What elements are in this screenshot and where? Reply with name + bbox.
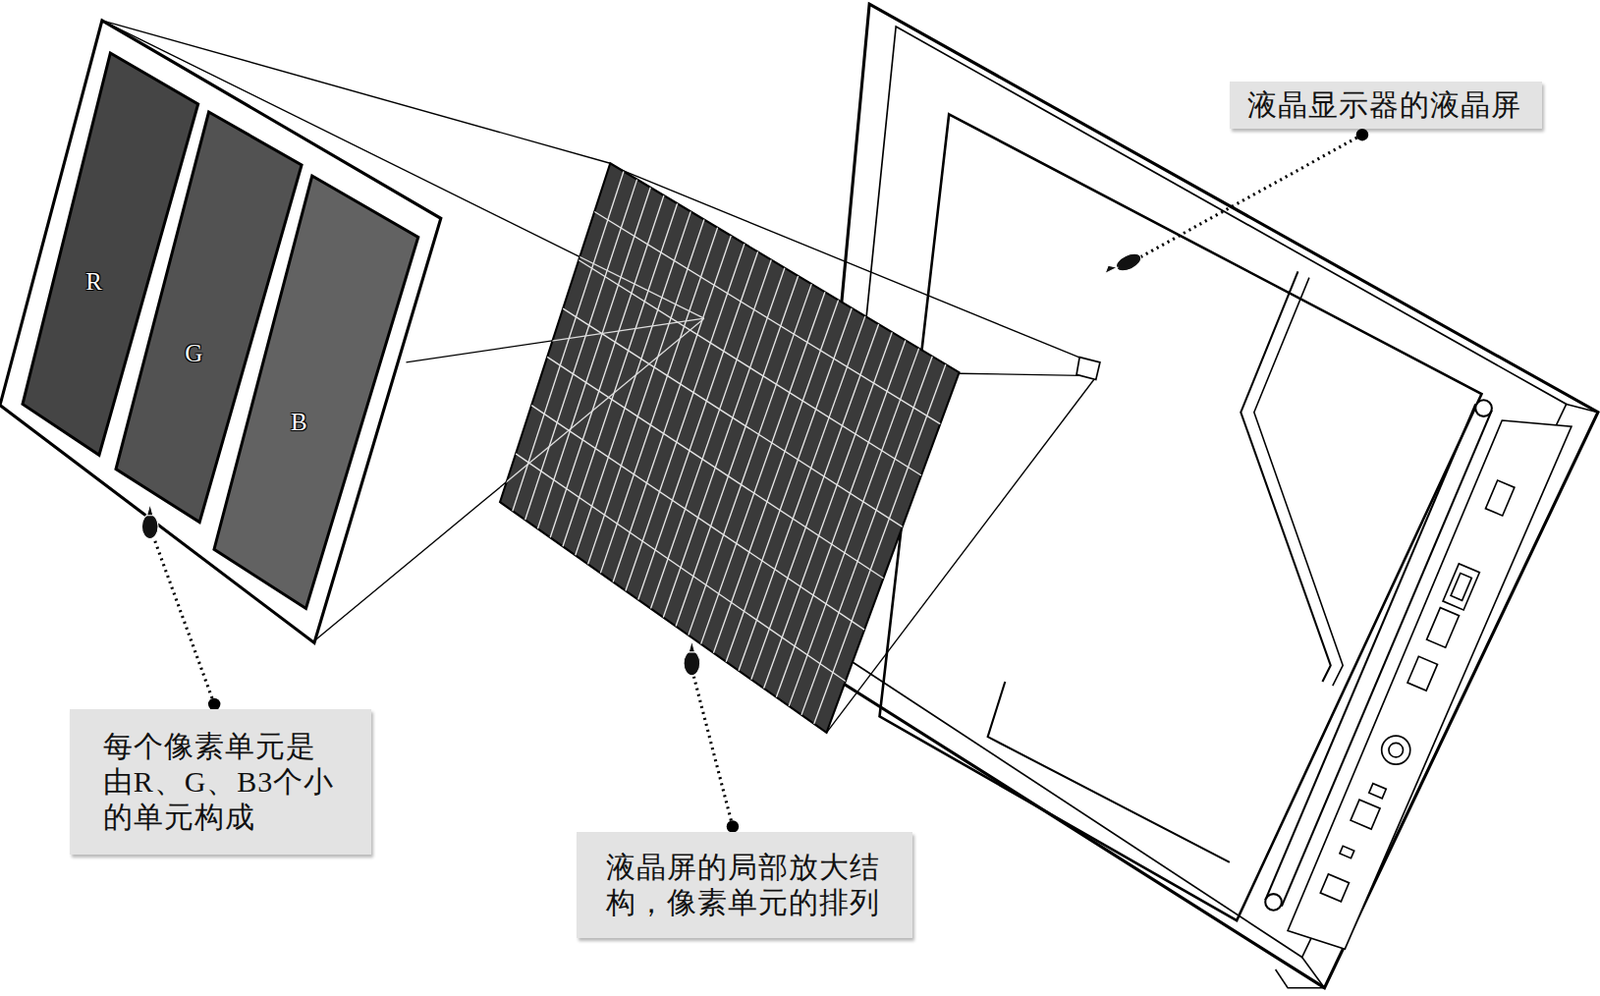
circuit-board bbox=[1388, 742, 1404, 758]
leader-dot bbox=[208, 128, 1369, 833]
leader-line bbox=[153, 535, 215, 704]
circuit-board bbox=[1450, 572, 1472, 601]
zoom-line bbox=[1076, 357, 1101, 381]
pixel-grid-line bbox=[531, 405, 865, 631]
subpixel-letter: B bbox=[290, 409, 308, 435]
pointing-hand bbox=[147, 503, 154, 515]
pixel-grid-line bbox=[625, 243, 745, 591]
pixel-grid-line bbox=[512, 170, 946, 723]
subpixel-letter: R bbox=[85, 269, 103, 294]
callout-box: 每个像素单元是 由R、G、B3个小 的单元构成 bbox=[69, 709, 372, 855]
subpixel-letter: G bbox=[184, 340, 203, 366]
pixel-grid-line bbox=[594, 212, 940, 425]
pointing-hand bbox=[1113, 250, 1145, 276]
callout-box: 液晶显示器的液晶屏 bbox=[1229, 81, 1543, 129]
pixel-grid-line bbox=[801, 356, 933, 716]
stripe-outline bbox=[214, 175, 419, 608]
monitor-housing bbox=[1275, 969, 1325, 989]
backlight-lamp bbox=[1475, 399, 1492, 417]
pixel-frame bbox=[0, 20, 442, 644]
circuit-board bbox=[1287, 420, 1572, 949]
stripe-outline bbox=[214, 175, 419, 608]
circuit-board bbox=[1427, 607, 1460, 649]
circuit-board bbox=[1442, 563, 1480, 610]
circuit-board bbox=[1369, 783, 1386, 799]
circuit-board bbox=[1381, 735, 1411, 765]
pixel-grid-line bbox=[600, 227, 718, 574]
pointing-hand bbox=[683, 651, 701, 676]
circuit-board bbox=[1287, 420, 1572, 949]
pixel-grid-line bbox=[675, 275, 799, 627]
pixel-grid-line bbox=[651, 260, 773, 609]
pixel-grid bbox=[499, 163, 960, 733]
subpixel-stripe: B bbox=[214, 175, 419, 608]
monitor-housing bbox=[808, 3, 1599, 989]
circuit-board bbox=[1485, 480, 1514, 516]
monitor-housing bbox=[832, 26, 1567, 957]
pixel-grid bbox=[102, 20, 960, 733]
pixel-grid-line bbox=[515, 453, 846, 682]
pixel-grid-line bbox=[562, 308, 903, 527]
monitor-housing bbox=[1302, 957, 1325, 989]
pixel-grid-line bbox=[814, 364, 946, 724]
pixel-grid-line bbox=[775, 339, 906, 697]
pixel-grid-line bbox=[547, 356, 883, 578]
circuit-board bbox=[1350, 799, 1380, 829]
pixel-grid-line bbox=[764, 331, 893, 689]
pixel-grid-line bbox=[588, 220, 705, 565]
zoom-line bbox=[959, 373, 1083, 376]
pointing-hand bbox=[1104, 265, 1117, 274]
pointing-hand bbox=[688, 640, 695, 652]
monitor-housing bbox=[1254, 277, 1343, 687]
leader-line bbox=[693, 676, 732, 828]
pointing-hand bbox=[141, 514, 159, 540]
circuit-board bbox=[1407, 656, 1437, 691]
callout-text: 每个像素单元是 由R、G、B3个小 的单元构成 bbox=[103, 728, 338, 835]
leader-dot bbox=[1356, 128, 1369, 141]
callout-text: 液晶显示器的液晶屏 bbox=[1247, 87, 1525, 123]
pixel-grid-line bbox=[638, 251, 759, 600]
monitor-housing bbox=[808, 3, 1599, 989]
circuit-board bbox=[1320, 874, 1349, 902]
monitor-housing bbox=[1566, 403, 1599, 412]
circuit-board bbox=[1339, 845, 1355, 859]
backlight-lamp bbox=[1265, 893, 1282, 911]
pixel-grid-line bbox=[788, 348, 919, 707]
pixel-grid-line bbox=[578, 260, 922, 476]
pixel-grid-line bbox=[612, 235, 731, 582]
callout-text: 液晶屏的局部放大结 构，像素单元的排列 bbox=[606, 849, 883, 921]
pixel-frame bbox=[0, 20, 442, 644]
monitor-housing bbox=[988, 681, 1230, 863]
pixel-grid-line bbox=[662, 268, 785, 618]
pixel-grid-line bbox=[562, 203, 678, 547]
leader-line bbox=[1134, 134, 1363, 261]
callout-box: 液晶屏的局部放大结 构，像素单元的排列 bbox=[576, 831, 913, 938]
